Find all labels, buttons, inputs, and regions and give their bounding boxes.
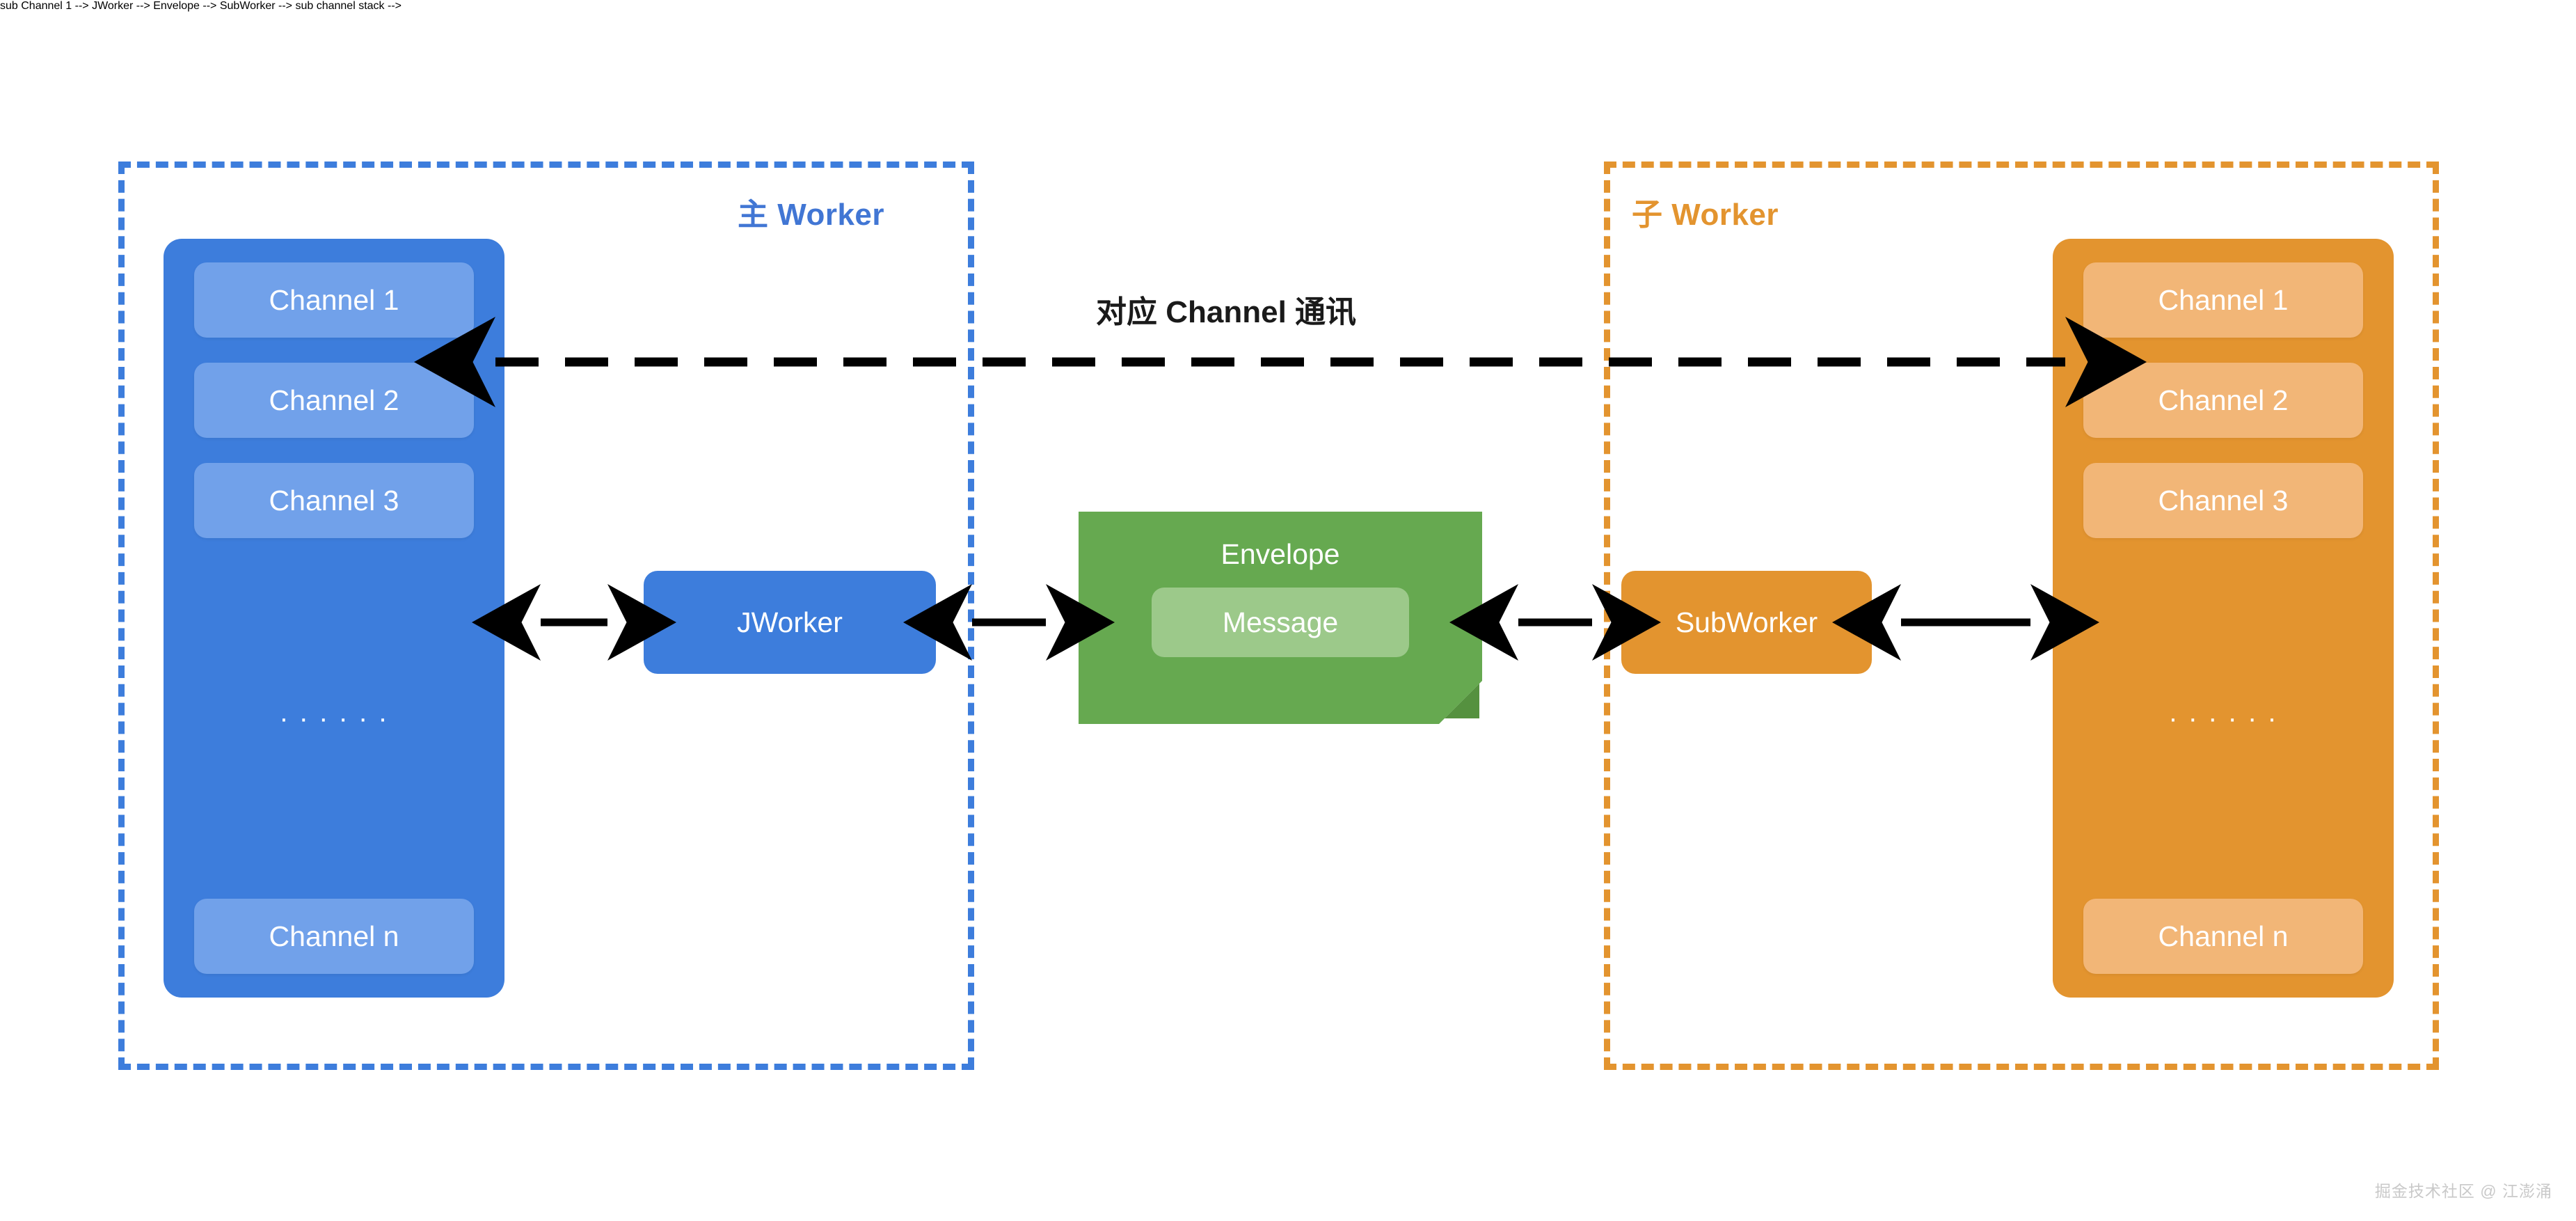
main-channel-3[interactable]: Channel 3 xyxy=(194,463,474,538)
sub-worker-group-label: 子 Worker xyxy=(1632,198,1779,232)
envelope-title: Envelope xyxy=(1221,538,1340,570)
main-channels-to-jworker-arrow xyxy=(472,584,676,661)
main-channel-n[interactable]: Channel n xyxy=(194,899,474,974)
envelope-box[interactable]: Envelope Message xyxy=(1079,512,1482,724)
jworker-to-envelope-arrow xyxy=(903,584,1115,661)
jworker-box[interactable]: JWorker xyxy=(644,571,936,674)
message-chip[interactable]: Message xyxy=(1152,588,1409,657)
sub-channel-3[interactable]: Channel 3 xyxy=(2083,463,2363,538)
jworker-label: JWorker xyxy=(737,606,843,638)
channel-comm-dashed-arrow xyxy=(414,317,2147,407)
watermark-text: 掘金技术社区 @ 江澎涌 xyxy=(2374,1182,2552,1200)
sub-channel-1[interactable]: Channel 1 xyxy=(2083,262,2363,338)
envelope-to-subworker-arrow xyxy=(1449,584,1661,661)
main-channel-1[interactable]: Channel 1 xyxy=(194,262,474,338)
envelope-fold-corner-icon xyxy=(1445,684,1479,718)
subworker-label: SubWorker xyxy=(1675,606,1818,638)
sub-channel-ellipsis: · · · · · · xyxy=(2168,703,2278,734)
main-channel-2[interactable]: Channel 2 xyxy=(194,363,474,438)
main-channel-ellipsis: · · · · · · xyxy=(279,703,389,734)
subworker-to-sub-channels-arrow xyxy=(1832,584,2099,661)
sub-channel-n[interactable]: Channel n xyxy=(2083,899,2363,974)
sub-worker-channel-stack: Channel 1 Channel 2 Channel 3 · · · · · … xyxy=(2053,239,2394,998)
channel-communication-label: 对应 Channel 通讯 xyxy=(1096,295,1357,329)
main-worker-channel-stack: Channel 1 Channel 2 Channel 3 · · · · · … xyxy=(164,239,504,998)
subworker-box[interactable]: SubWorker xyxy=(1621,571,1872,674)
sub-channel-2[interactable]: Channel 2 xyxy=(2083,363,2363,438)
main-worker-group-label: 主 Worker xyxy=(738,198,885,232)
